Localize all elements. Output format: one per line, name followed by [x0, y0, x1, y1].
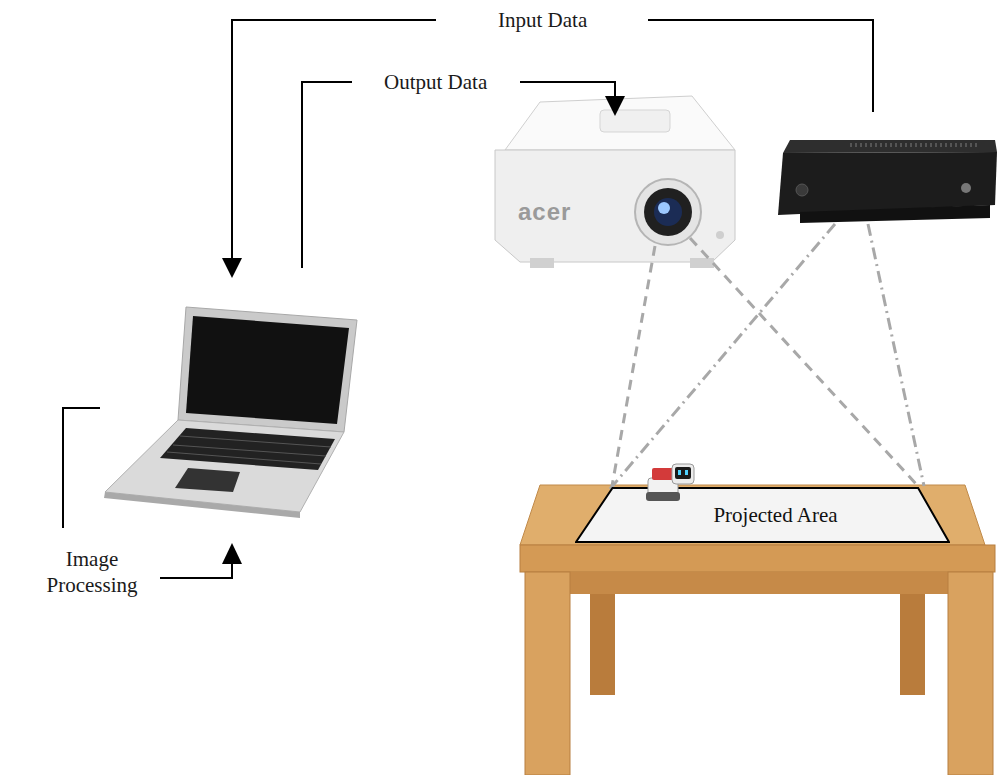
table	[545, 572, 970, 594]
robot-figure	[672, 464, 694, 484]
kinect-sensor	[783, 140, 997, 153]
projector	[635, 179, 701, 245]
data-flow-arrow	[160, 560, 232, 578]
laptop	[104, 492, 300, 518]
kinect-sensor	[961, 183, 971, 193]
robot-figure	[675, 467, 691, 479]
table	[525, 572, 570, 775]
area-outline	[576, 488, 949, 542]
data-flow-arrow	[648, 20, 873, 112]
process-label: Image Processing	[29, 546, 155, 598]
area-label: Projected Area	[713, 502, 837, 528]
laptop	[175, 468, 240, 492]
projection-beam	[690, 238, 918, 486]
laptop	[167, 436, 331, 464]
brand-logo: acer	[514, 198, 575, 226]
projector	[600, 110, 670, 132]
data-flow-arrow	[63, 408, 100, 528]
table	[520, 485, 985, 545]
projected-area: Projected Area	[575, 487, 950, 543]
projection-beam	[612, 246, 655, 486]
data-flow-arrow	[520, 82, 615, 100]
arrow-head	[222, 258, 242, 278]
kinect-sensor	[778, 140, 997, 223]
kinect-sensor	[800, 205, 990, 223]
table	[590, 590, 615, 695]
arrow-head	[222, 96, 625, 564]
kinect-sensor	[796, 184, 808, 196]
flow-label: Input Data	[494, 7, 591, 33]
robot-figure	[642, 456, 702, 504]
robot-figure	[678, 470, 681, 475]
laptop	[178, 307, 357, 432]
projector	[690, 258, 714, 268]
table	[520, 485, 995, 775]
sensor-view	[610, 224, 835, 489]
table	[520, 545, 995, 572]
sensor-view	[610, 224, 924, 489]
arrow-head	[222, 543, 242, 564]
kinect-sensor	[850, 143, 980, 147]
robot-figure	[646, 492, 680, 501]
flow-label: Output Data	[380, 69, 491, 95]
laptop	[180, 436, 331, 447]
laptop	[160, 428, 335, 470]
data-flow-arrow	[302, 82, 352, 268]
projector	[644, 188, 692, 236]
projector	[716, 231, 724, 239]
arrow-head	[605, 96, 625, 116]
laptop	[167, 452, 321, 464]
projector	[495, 150, 735, 262]
table	[900, 590, 925, 695]
projector	[658, 202, 670, 214]
projector	[530, 258, 554, 268]
projector	[654, 198, 682, 226]
robot-figure	[685, 470, 688, 475]
projector	[505, 96, 735, 150]
projector	[495, 96, 735, 268]
kinect-sensor	[778, 152, 997, 215]
data-flow-arrow	[232, 20, 436, 262]
table	[948, 572, 993, 775]
projection-beam	[612, 238, 918, 486]
laptop	[104, 307, 357, 518]
robot-figure	[652, 468, 674, 480]
laptop	[186, 316, 349, 424]
sensor-view	[868, 224, 924, 486]
